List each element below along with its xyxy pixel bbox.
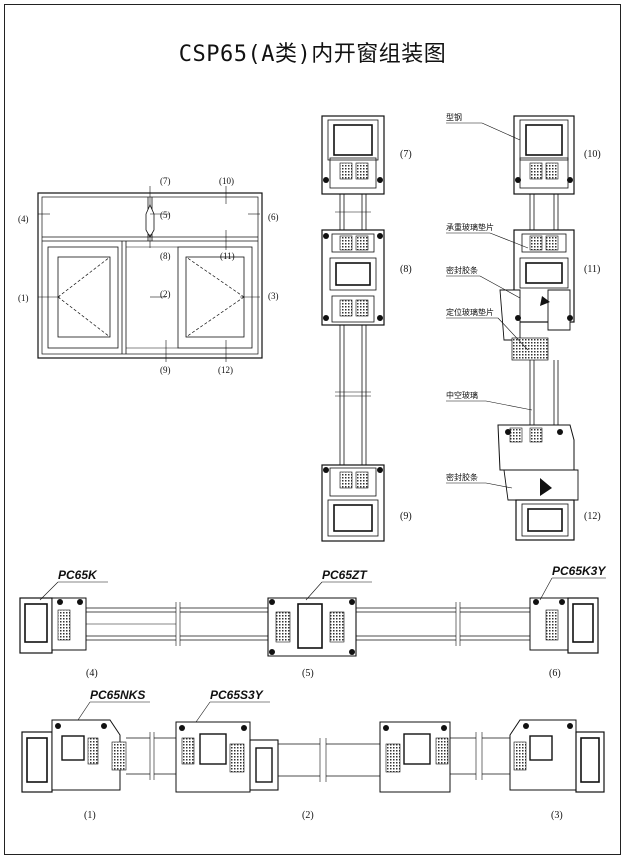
label-8: (8) (160, 251, 171, 261)
label-3: (3) (268, 291, 279, 301)
label-v9: (9) (400, 511, 412, 522)
row2-labels: (1) (2) (3) (84, 810, 563, 821)
callout-load-pad: 承重玻璃垫片 (446, 222, 494, 232)
vertical-left-labels: (7) (8) (9) (400, 149, 412, 522)
label-v10: (10) (584, 149, 601, 160)
label-6: (6) (268, 212, 279, 222)
vertical-right-callouts: 型钢 承重玻璃垫片 密封胶条 定位玻璃垫片 中空玻璃 密封胶条 (446, 112, 494, 482)
label-4: (4) (18, 214, 29, 224)
callout-seal-strip-bottom: 密封胶条 (446, 472, 478, 482)
label-v12: (12) (584, 511, 601, 522)
label-7: (7) (160, 176, 171, 186)
label-v11: (11) (584, 264, 600, 275)
horizontal-section-row1 (19, 577, 606, 657)
model-pc65k3y: PC65K3Y (552, 564, 606, 578)
row1-models: PC65K PC65ZT PC65K3Y (58, 564, 606, 582)
label-10: (10) (219, 176, 234, 186)
row1-labels: (4) (5) (6) (86, 668, 561, 679)
label-2: (2) (160, 289, 171, 299)
sheet-border (4, 4, 621, 855)
label-v8: (8) (400, 264, 412, 275)
label-h5: (5) (302, 668, 314, 679)
callout-seal-strip-top: 密封胶条 (446, 265, 478, 275)
callout-steel: 型钢 (446, 112, 462, 122)
vertical-section-right (446, 115, 579, 541)
label-h6: (6) (549, 668, 561, 679)
model-pc65zt: PC65ZT (322, 568, 368, 582)
row2-models: PC65NKS PC65S3Y (90, 688, 264, 702)
label-9: (9) (160, 365, 171, 375)
callout-insulated-glass: 中空玻璃 (446, 390, 478, 400)
vertical-section-left (321, 115, 385, 542)
model-pc65k: PC65K (58, 568, 98, 582)
drawing-title: CSP65(A类)内开窗组装图 (178, 42, 447, 67)
model-pc65s3y: PC65S3Y (210, 688, 264, 702)
callout-position-pad: 定位玻璃垫片 (446, 307, 494, 317)
label-v7: (7) (400, 149, 412, 160)
label-12: (12) (218, 365, 233, 375)
label-5: (5) (160, 210, 171, 220)
window-labels: (4) (1) (7) (10) (5) (6) (8) (11) (2) (3… (18, 176, 279, 375)
label-h2: (2) (302, 810, 314, 821)
horizontal-section-row2 (21, 701, 605, 793)
window-elevation (37, 186, 263, 362)
label-11: (11) (220, 251, 235, 261)
label-h4: (4) (86, 668, 98, 679)
label-h1: (1) (84, 810, 96, 821)
vertical-right-labels: (10) (11) (12) (584, 149, 601, 522)
model-pc65nks: PC65NKS (90, 688, 145, 702)
label-h3: (3) (551, 810, 563, 821)
label-1: (1) (18, 293, 29, 303)
